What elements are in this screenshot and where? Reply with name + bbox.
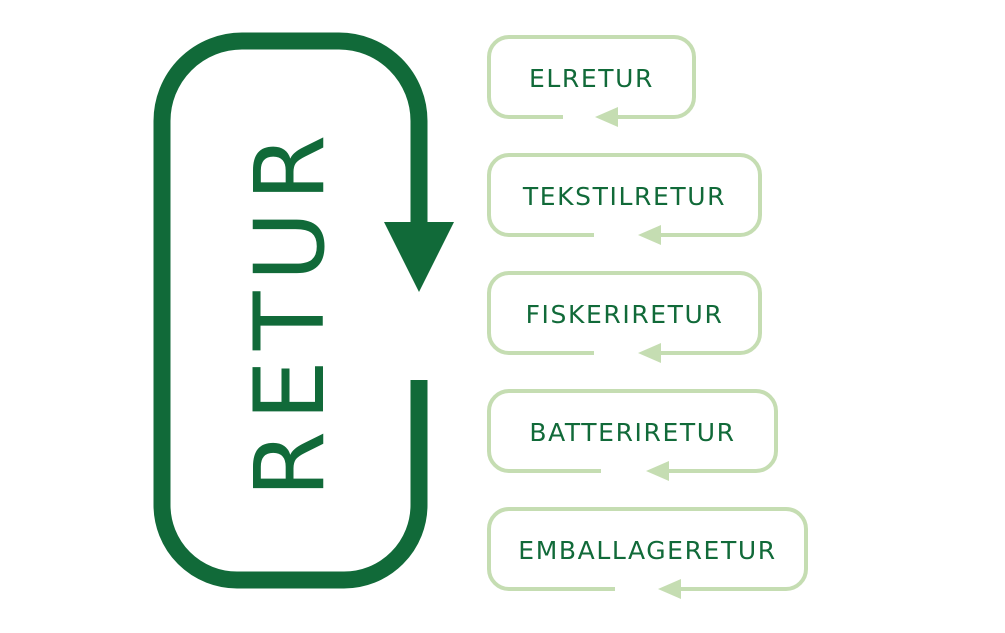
item-box-batteriretur: BATTERIRETUR xyxy=(487,389,778,481)
item-label: ELRETUR xyxy=(529,64,654,93)
main-loop-stroke xyxy=(153,32,428,589)
main-loop xyxy=(153,32,454,589)
item-box-fiskeriretur: FISKERIRETUR xyxy=(487,271,762,363)
item-label: BATTERIRETUR xyxy=(529,418,735,447)
item-box-outline xyxy=(487,389,778,473)
item-label: EMBALLAGERETUR xyxy=(518,536,776,565)
main-label: RETUR xyxy=(234,125,346,498)
return-arrow-icon xyxy=(646,461,669,481)
item-box-outline xyxy=(487,271,762,355)
item-label: TEKSTILRETUR xyxy=(522,182,726,211)
item-box-outline xyxy=(487,507,808,591)
return-arrow-icon xyxy=(638,343,661,363)
item-label: FISKERIRETUR xyxy=(526,300,724,329)
item-box-outline xyxy=(487,153,762,237)
return-arrow-icon xyxy=(595,107,618,127)
item-list: ELRETUR TEKSTILRETUR FISKERIRETUR BATTERIRE… xyxy=(487,35,808,599)
item-box-tekstilretur: TEKSTILRETUR xyxy=(487,153,762,245)
item-box-emballageretur: EMBALLAGERETUR xyxy=(487,507,808,599)
return-arrow-icon xyxy=(638,225,661,245)
item-box-elretur: ELRETUR xyxy=(487,35,696,127)
return-arrow-icon xyxy=(658,579,681,599)
item-box-outline xyxy=(487,35,696,119)
main-arrowhead-icon xyxy=(384,222,454,292)
